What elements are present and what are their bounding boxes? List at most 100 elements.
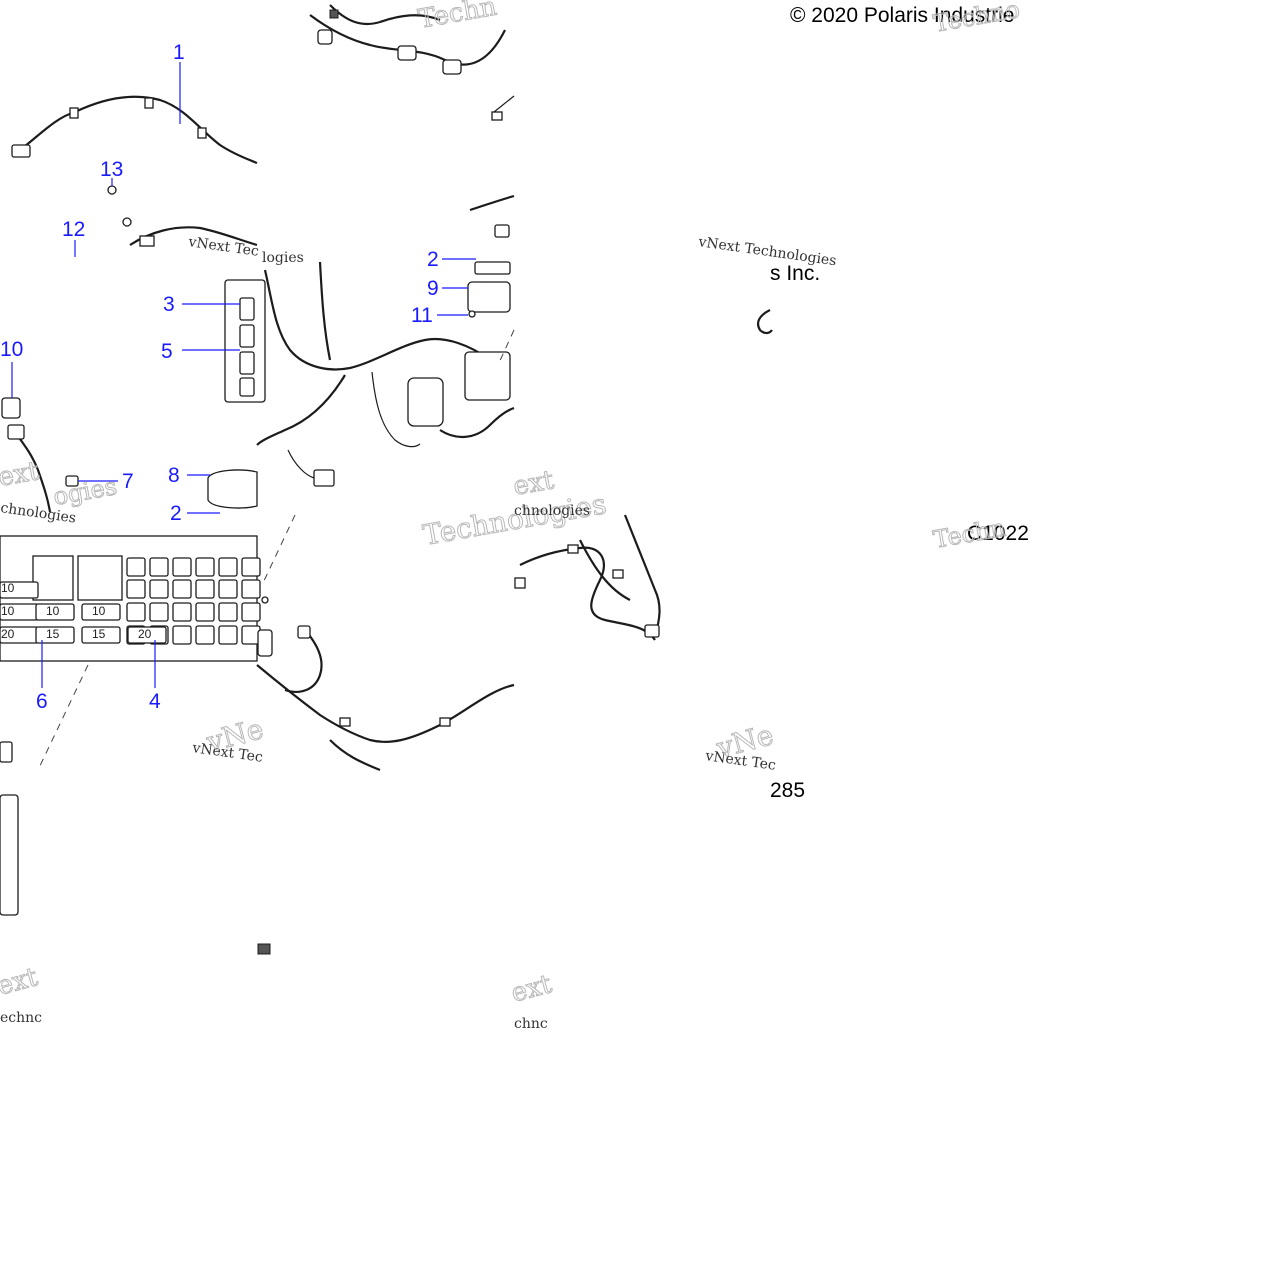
callout-1: 1 [173,41,185,64]
tile-copyright: © 2020 Polaris Industrie Techno vNext Te… [696,0,1022,335]
callout-2-top: 2 [427,248,439,271]
clip-icon [197,127,207,139]
fuse-cell [241,625,261,645]
fuse-cell [218,625,238,645]
fastener-icon [329,9,339,19]
callout-5: 5 [161,340,173,363]
callout-3: 3 [163,293,175,316]
relay-slot [77,555,123,601]
screw-icon [261,596,269,604]
callout-11: 11 [411,304,433,327]
connector-icon [491,111,503,121]
gasket-icon [467,281,511,313]
fuse-cell [149,602,169,622]
watermark-ogies: ogies [51,472,119,511]
fuse-cell [149,557,169,577]
fuse-cell [172,602,192,622]
connector-icon [313,469,335,487]
callout-2-left: 2 [170,502,182,525]
fuse-cell [195,602,215,622]
clip-icon [144,97,154,109]
clip-icon [69,107,79,119]
watermark-ext: ext [0,456,42,493]
connector-icon [317,29,333,45]
fuse-cells [0,557,261,645]
partial-text-company: s Inc. [770,262,820,285]
fuse-cover-icon [207,469,258,509]
callout-6: 6 [36,690,48,713]
fuse-cell [195,625,215,645]
callout-8: 8 [168,464,180,487]
tile-fuse-box-side: 3 5 10 7 8 2 ext chnologies ogies [0,279,266,527]
connector-icon [494,224,510,238]
connector-icon [442,59,462,75]
fuse-cell [149,579,169,599]
callout-4: 4 [149,690,161,713]
fuse-slot [81,626,121,644]
connector-icon [644,624,660,638]
fuse-slot [35,626,75,644]
fuse-slot [127,626,167,644]
connector-icon [11,144,31,158]
fuse-label: 20 [138,627,152,641]
fuse-label: 10 [1,581,15,595]
fuse-cell [241,579,261,599]
watermark-ext-bottom: ext [0,962,41,1002]
callout-10: 10 [0,338,23,361]
relay-bracket [0,794,19,916]
fuse-slot [0,581,39,599]
watermark-chnologies-2: chnologies [514,503,590,519]
fuse-slot [35,603,75,621]
watermark-ext-bottom-2: ext [508,969,555,1009]
relay-box-icon [464,351,511,401]
copyright-text: © 2020 Polaris Industrie [790,4,1014,27]
fuse-cell [195,557,215,577]
connector-icon [0,741,13,763]
fuse-label: 10 [92,604,106,618]
callout-9: 9 [427,277,439,300]
callout-12: 12 [62,218,85,241]
relay-slot [32,555,74,601]
screw-icon [468,310,476,318]
diagram-code: C1022 [967,522,1029,545]
fuse-label: 10 [46,604,60,618]
fuse-block-icon [407,377,444,427]
fuse-cell [126,579,146,599]
fuse-label: 15 [92,627,106,641]
watermark-echnc: echnc [0,1010,42,1026]
fuse-label: 15 [46,627,60,641]
watermark-techn: Techn [416,0,499,35]
connector-icon [257,629,273,657]
connector-icon [397,45,417,61]
tile-fuse-grid: 10 10 10 10 20 15 15 20 6 4 vNext Tec vN… [0,535,267,916]
watermark-techn-right: Techn [931,514,1007,554]
watermark-vnext-tec: vNext Tec [186,234,259,260]
connector-icon [297,625,311,639]
fuse-cell [241,557,261,577]
nut-icon [122,217,132,227]
fuse-label: 10 [1,604,15,618]
connector-icon [139,235,155,247]
fuse-cell [195,579,215,599]
partial-text-number: 285 [770,779,805,802]
tile-harness-center: 2 9 11 logies [256,248,515,487]
fuse-cell [126,602,146,622]
fuse-cell [241,602,261,622]
tile-harness-overview: 1 13 12 vNext Tec [11,41,260,260]
callout-13: 13 [100,158,123,181]
fuse-cell [218,602,238,622]
fuse-cell [218,557,238,577]
fuse-cell [126,557,146,577]
tile-harness-right: Technologies ext chnologies [420,465,661,641]
fuse-slot [81,603,121,621]
watermark-logies: logies [262,250,304,266]
fuse-cell [172,557,192,577]
callout-7: 7 [122,470,134,493]
tile-harness-lower [256,514,515,955]
fuse-label: 20 [1,627,15,641]
watermark-chnc: chnc [514,1016,548,1032]
tile-bottom-watermarks: ext echnc ext chnc [0,962,556,1032]
connector-icon [1,397,21,419]
fuse-cell [172,625,192,645]
